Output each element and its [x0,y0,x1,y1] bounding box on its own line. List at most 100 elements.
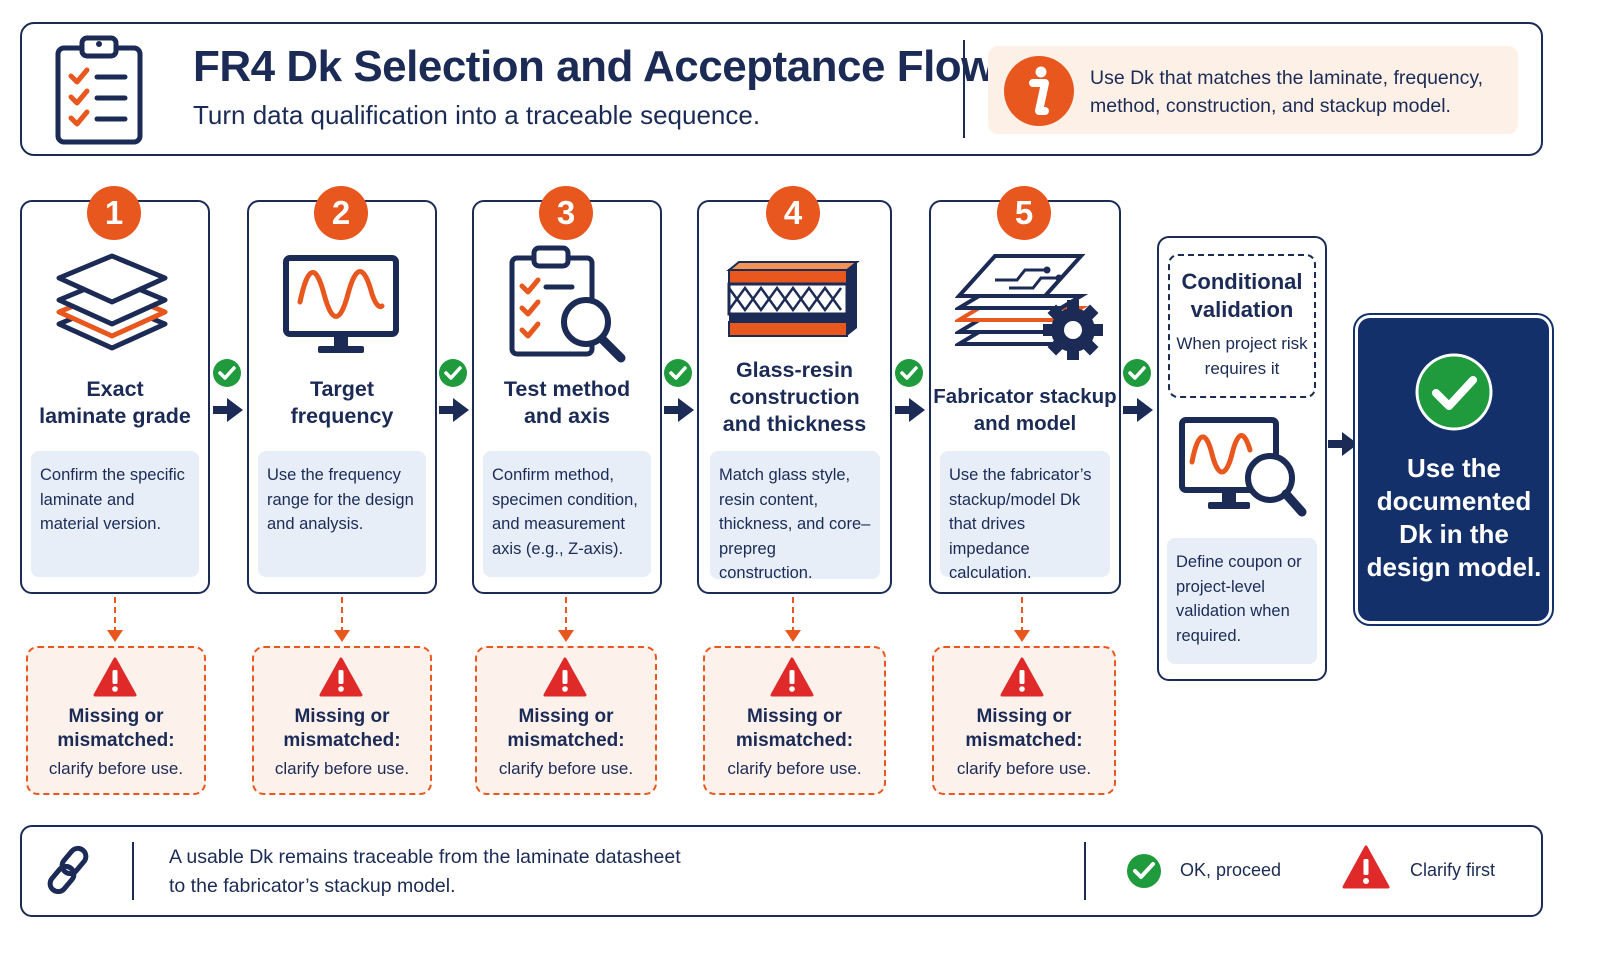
step-title-line: Fabricator stackup [933,385,1117,408]
step-description: Confirm method, specimen condition, and … [483,451,651,577]
step-title: Glass-resin construction and thickness [697,357,892,438]
step-number-badge: 5 [997,186,1051,240]
warning-subtext: clarify before use. [727,759,862,778]
step-title: Target frequency [247,376,437,430]
legend-warning-icon [1342,845,1390,889]
step-title-line: frequency [290,404,394,428]
dashed-connector [114,597,116,633]
check-icon [1123,359,1151,387]
warning-subtext: clarify before use. [956,759,1092,778]
step-title-line: laminate grade [39,404,191,428]
monitor-magnifier-icon [1179,417,1307,517]
arrow-right-icon [895,398,925,422]
warning-subtext: clarify before use. [48,759,184,778]
arrow-right-icon [439,398,469,422]
conditional-label-box [1168,254,1316,398]
warning-title: Missing or mismatched: [932,705,1116,753]
warning-line: mismatched: [507,730,625,751]
info-callout [988,46,1518,134]
warning-line: Missing or [518,706,614,727]
step-title-line: Exact [86,377,144,401]
checklist-icon [55,35,143,145]
warning-subtext: clarify before use. [274,759,410,778]
step-title-line: Glass-resin [735,358,854,382]
legend-ok-label: OK, proceed [1180,860,1282,880]
warning-icon [93,657,137,697]
step-description: Use the fabricator’s stackup/model Dk th… [940,451,1110,582]
warning-line: Missing or [294,706,390,727]
step-title: Exact laminate grade [20,376,210,430]
warning-line: Missing or [976,706,1072,727]
page-subtitle: Turn data qualification into a traceable… [193,100,761,130]
step-number-badge: 3 [539,186,593,240]
conditional-note: When project risk requires it [1176,334,1308,378]
legend-clarify-label: Clarify first [1410,860,1495,880]
conditional-title-line: validation [1190,297,1294,322]
step-number-badge: 4 [766,186,820,240]
footer-panel [20,825,1543,917]
warning-icon [1000,657,1044,697]
warning-line: mismatched: [283,730,401,751]
page-title: FR4 Dk Selection and Acceptance Flow [193,42,995,91]
arrow-down-icon [107,630,123,642]
step-number-badge: 1 [87,186,141,240]
step-description: Confirm the specific laminate and materi… [31,451,199,577]
check-icon [213,359,241,387]
clipboard-magnifier-icon [509,245,626,363]
info-text: Use Dk that matches the laminate, freque… [1090,67,1484,117]
footer-text-line: A usable Dk remains traceable from the l… [169,846,681,868]
waveform-monitor-icon [283,255,399,353]
warning-title: Missing or mismatched: [475,705,657,753]
step-title-line: construction [729,385,860,409]
warning-title: Missing or mismatched: [26,705,206,753]
step-title-line: and model [973,412,1077,435]
step-title-line: and axis [523,404,611,428]
link-icon [47,845,89,895]
warning-line: mismatched: [57,730,175,751]
dashed-connector [565,597,567,633]
step-title-line: Target [309,377,375,401]
warning-line: Missing or [746,706,842,727]
step-description: Use the frequency range for the design a… [258,451,426,577]
footer-text-line: to the fabricator’s stackup model. [169,875,456,897]
step-title: Fabricator stackup and model [929,383,1121,437]
conditional-description: Define coupon or project-level validatio… [1167,538,1317,664]
warning-line: mismatched: [735,730,854,751]
dashed-connector [341,597,343,633]
legend-check-icon [1127,854,1161,888]
arrow-right-icon [213,398,243,422]
arrow-right-icon [664,398,694,422]
header-panel [20,22,1543,156]
warning-icon [770,657,814,697]
warning-icon [319,657,363,697]
warning-line: Missing or [68,706,164,727]
step-title: Test method and axis [472,376,662,430]
warning-box [932,646,1116,795]
step-title-line: Test method [503,377,631,401]
info-icon [1004,56,1074,126]
conditional-title-line: Conditional [1181,269,1303,294]
header-divider [963,40,965,138]
warning-title: Missing or mismatched: [703,705,886,753]
step-title-line: and thickness [722,412,867,436]
arrow-down-icon [1014,630,1030,642]
footer-text: A usable Dk remains traceable from the l… [169,843,769,901]
footer-divider [1084,842,1086,900]
warning-icon [543,657,587,697]
footer-divider [132,842,134,900]
check-icon [439,359,467,387]
check-circle-icon [1415,353,1493,431]
arrow-right-icon [1123,398,1153,422]
arrow-down-icon [558,630,574,642]
check-icon [895,359,923,387]
warning-title: Missing or mismatched: [252,705,432,753]
layers-icon [56,253,168,351]
step-description: Match glass style, resin content, thickn… [710,451,880,582]
stackup-gear-icon [955,254,1103,360]
final-outcome-text: Use the documented Dk in the design mode… [1366,453,1542,582]
laminate-cross-section-icon [726,261,860,337]
step-number-badge: 2 [314,186,368,240]
arrow-right-icon [1328,432,1358,456]
conditional-title: Conditional validation [1168,268,1316,324]
warning-line: mismatched: [965,730,1083,751]
